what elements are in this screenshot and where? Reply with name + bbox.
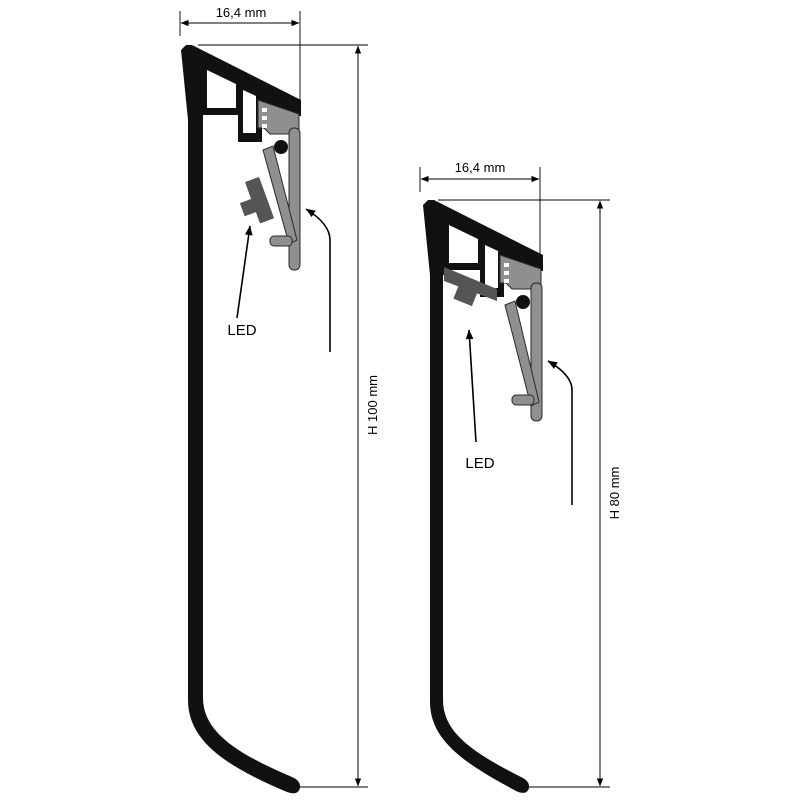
holder-notch [504, 279, 509, 283]
holder-notch [504, 271, 509, 275]
holder-teeth-right [504, 263, 509, 283]
holder-teeth-left [262, 108, 267, 128]
width-label: 16,4 mm [216, 5, 267, 20]
profile-holes-right [449, 225, 498, 288]
width-dimension-right: 16,4 mm [419, 160, 541, 256]
height-dimension-left: H 100 mm [198, 44, 380, 788]
holder-pivot-knob [274, 140, 288, 154]
led-chip [453, 281, 479, 307]
led-pointer-arrow [465, 329, 477, 443]
led-module-right [444, 267, 497, 307]
led-module-left [239, 177, 274, 224]
header-hole [207, 70, 236, 108]
holder-diagonal-strut [262, 145, 298, 245]
profile-header [181, 45, 301, 142]
header-hole [485, 245, 498, 288]
holder-top-block [257, 99, 300, 135]
led-label: LED [227, 322, 256, 339]
holder-pivot-knob [516, 295, 530, 309]
led-chip [239, 198, 258, 217]
light-direction-arrow [305, 208, 331, 352]
holder-vertical-bar [288, 127, 301, 271]
led-body [444, 267, 497, 301]
holder-notch [262, 108, 267, 112]
header-hole [449, 225, 478, 263]
height-label: H 80 mm [607, 467, 622, 520]
profile-holes-left [207, 70, 256, 133]
led-body [245, 177, 274, 224]
holder-stub [269, 235, 293, 247]
height-label: H 100 mm [365, 375, 380, 435]
width-dimension-left: 16,4 mm [179, 5, 301, 112]
profile-wall [188, 60, 301, 794]
profile-right: 16,4 mm H 80 mm [419, 160, 622, 793]
led-holder-left [257, 99, 301, 271]
holder-diagonal-strut [504, 300, 540, 407]
holder-notch [504, 263, 509, 267]
holder-stub [511, 394, 535, 406]
led-pointer-arrow [236, 225, 253, 319]
led-holder-right [499, 254, 543, 422]
height-dimension-right: H 80 mm [438, 199, 622, 788]
profile-body-left [181, 45, 301, 794]
led-label: LED [465, 455, 494, 472]
holder-notch [262, 124, 267, 128]
header-hole [243, 90, 256, 133]
profile-left: 16,4 mm H 100 mm [179, 5, 380, 794]
profile-body-right [423, 200, 543, 793]
profile-header [423, 200, 543, 297]
width-label: 16,4 mm [455, 160, 506, 175]
light-direction-arrow [547, 360, 573, 505]
holder-notch [262, 116, 267, 120]
holder-top-block [499, 254, 542, 290]
